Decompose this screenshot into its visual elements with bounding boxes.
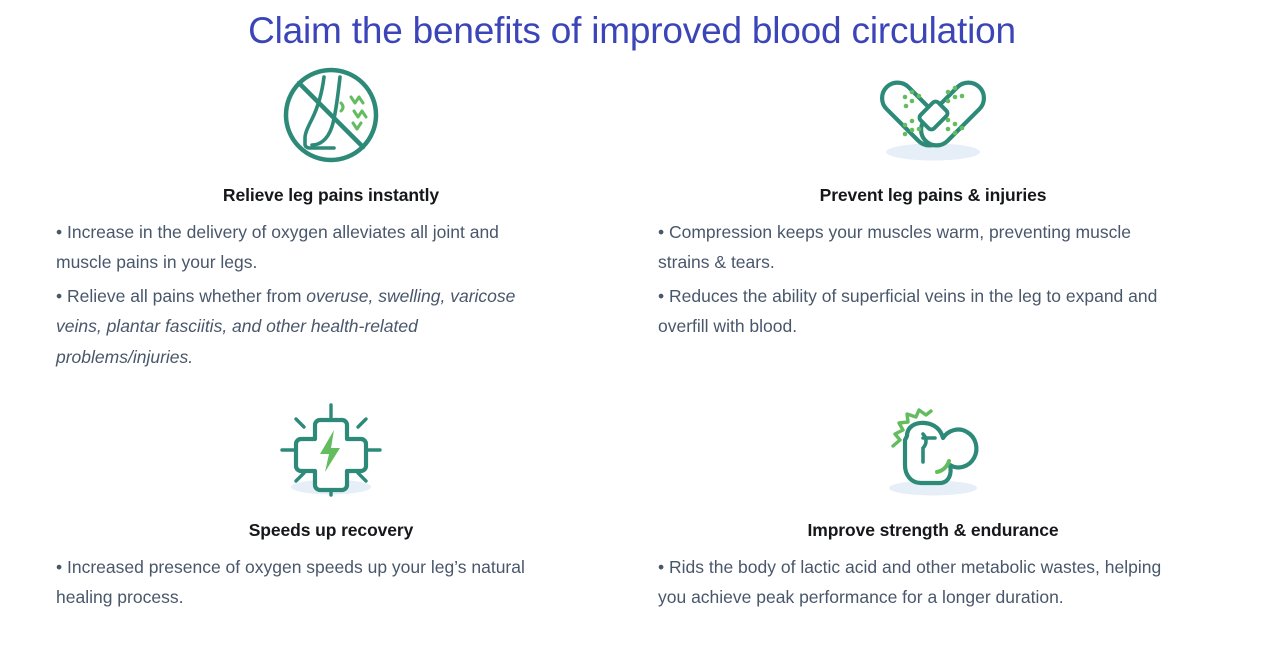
benefit-heading: Improve strength & endurance (807, 519, 1059, 540)
crossed-bandages-icon (870, 67, 996, 163)
paragraph-italic-text: overuse, swelling, varicose veins, plant… (56, 286, 516, 367)
benefit-paragraph: • Rids the body of lactic acid and other… (658, 552, 1170, 613)
benefit-paragraph: • Relieve all pains whether from overuse… (56, 281, 556, 372)
benefit-body: • Increase in the delivery of oxygen all… (56, 217, 556, 372)
benefit-body: • Rids the body of lactic acid and other… (658, 552, 1170, 613)
benefit-icon-wrap (56, 67, 606, 163)
benefit-icon-wrap (56, 402, 606, 498)
benefit-paragraph: • Increase in the delivery of oxygen all… (56, 217, 556, 278)
benefit-paragraph: • Compression keeps your muscles warm, p… (658, 217, 1170, 278)
paragraph-plain-text: • Reduces the ability of superficial vei… (658, 286, 1158, 337)
paragraph-plain-text: • Rids the body of lactic acid and other… (658, 556, 1162, 608)
benefit-card-improve-strength: Improve strength & endurance • Rids the … (658, 402, 1208, 619)
benefit-body: • Compression keeps your muscles warm, p… (658, 217, 1170, 342)
page-title: Claim the benefits of improved blood cir… (248, 10, 1016, 51)
benefits-grid: Relieve leg pains instantly • Increase i… (0, 67, 1264, 619)
benefit-icon-wrap (658, 67, 1208, 163)
benefit-paragraph: • Reduces the ability of superficial vei… (658, 281, 1170, 342)
benefit-card-prevent-leg-pains: Prevent leg pains & injuries • Compressi… (658, 67, 1208, 378)
medical-cross-lightning-icon (274, 402, 388, 498)
benefit-heading: Relieve leg pains instantly (222, 184, 440, 205)
paragraph-plain-text: • Relieve all pains whether from (56, 286, 307, 307)
benefit-paragraph: • Increased presence of oxygen speeds up… (56, 552, 556, 613)
benefit-body: • Increased presence of oxygen speeds up… (56, 552, 556, 613)
benefit-heading: Prevent leg pains & injuries (819, 184, 1047, 205)
paragraph-plain-text: • Compression keeps your muscles warm, p… (658, 221, 1131, 272)
paragraph-plain-text: • Increased presence of oxygen speeds up… (56, 556, 525, 608)
benefit-card-relieve-leg-pains: Relieve leg pains instantly • Increase i… (56, 67, 606, 378)
benefit-heading: Speeds up recovery (248, 519, 414, 540)
benefit-icon-wrap (658, 402, 1208, 498)
benefit-card-speeds-up-recovery: Speeds up recovery • Increased presence … (56, 402, 606, 619)
flexed-bicep-icon (873, 402, 993, 498)
paragraph-plain-text: • Increase in the delivery of oxygen all… (56, 221, 499, 272)
no-leg-pain-icon (278, 67, 384, 163)
